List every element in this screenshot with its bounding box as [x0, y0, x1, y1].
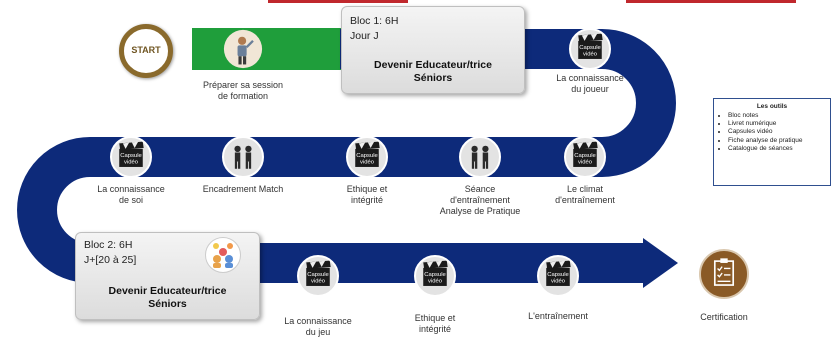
step-node-s10: Capsule vidéo: [537, 255, 579, 297]
svg-text:vidéo: vidéo: [360, 159, 375, 165]
svg-text:vidéo: vidéo: [578, 159, 593, 165]
step-node-s8: Capsule vidéo: [297, 255, 339, 297]
tools-item: Livret numérique: [728, 120, 830, 128]
start-segment: [192, 28, 342, 70]
tools-box: Les outils Bloc notes Livret numérique C…: [713, 98, 831, 186]
svg-text:Capsule: Capsule: [579, 45, 601, 51]
tools-title: Les outils: [756, 103, 788, 110]
start-label: START: [131, 45, 161, 55]
step-node-s7: Capsule vidéo: [110, 136, 152, 178]
tools-item: Bloc notes: [728, 112, 830, 120]
svg-text:Capsule: Capsule: [424, 272, 446, 278]
svg-text:Capsule: Capsule: [120, 153, 142, 159]
video-capsule-icon: Capsule vidéo: [539, 257, 577, 295]
coaches-icon: [461, 138, 499, 176]
video-capsule-icon: Capsule vidéo: [566, 138, 604, 176]
step-label: La connaissance du joueur: [556, 73, 624, 94]
step-label: Le climat d'entraînement: [555, 184, 615, 205]
bloc1-box: Bloc 1: 6H Jour J Devenir Educateur/tric…: [341, 6, 525, 94]
step-label: Préparer sa session de formation: [202, 80, 284, 101]
tools-list: Bloc notes Livret numérique Capsules vid…: [714, 112, 830, 153]
step-label: Ethique et intégrité: [414, 313, 456, 334]
top-accent-bar: [626, 0, 796, 3]
bloc1-day: Jour J: [350, 30, 379, 42]
svg-text:vidéo: vidéo: [311, 278, 326, 284]
step-node-s6: [222, 136, 264, 178]
svg-text:vidéo: vidéo: [124, 159, 139, 165]
svg-text:vidéo: vidéo: [551, 278, 566, 284]
svg-text:vidéo: vidéo: [428, 278, 443, 284]
step-label: L'entraînement: [528, 311, 588, 321]
tools-item: Capsules vidéo: [728, 128, 830, 136]
step-label: Séance d'entraînement Analyse de Pratiqu…: [439, 184, 521, 216]
step-label: La connaissance du jeu: [284, 316, 352, 337]
presenter-icon: [223, 29, 263, 69]
svg-text:Capsule: Capsule: [574, 153, 596, 159]
coaches-icon: [224, 138, 262, 176]
svg-text:Capsule: Capsule: [547, 272, 569, 278]
bloc1-duration: Bloc 1: 6H: [350, 15, 399, 27]
tools-item: Catalogue de séances: [728, 145, 830, 153]
step-node-s1: [221, 27, 265, 71]
video-capsule-icon: Capsule vidéo: [112, 138, 150, 176]
bloc2-title: Devenir Educateur/trice Séniors: [108, 285, 227, 310]
step-node-s2: Capsule vidéo: [569, 28, 611, 70]
video-capsule-icon: Capsule vidéo: [416, 257, 454, 295]
step-node-s4: [459, 136, 501, 178]
video-capsule-icon: Capsule vidéo: [299, 257, 337, 295]
top-accent-bar: [268, 0, 408, 3]
bloc2-duration: Bloc 2: 6H: [84, 239, 133, 251]
svg-text:vidéo: vidéo: [583, 51, 598, 57]
video-capsule-icon: Capsule vidéo: [348, 138, 386, 176]
svg-text:Capsule: Capsule: [307, 272, 329, 278]
step-node-s5: Capsule vidéo: [346, 136, 388, 178]
bloc1-title: Devenir Educateur/trice Séniors: [374, 59, 492, 84]
step-node-s9: Capsule vidéo: [414, 255, 456, 297]
video-capsule-icon: Capsule vidéo: [571, 30, 609, 68]
bloc2-day: J+[20 à 25]: [84, 254, 137, 266]
start-badge: START: [119, 24, 173, 78]
step-label: Ethique et intégrité: [346, 184, 388, 205]
path-arrowhead: [643, 238, 678, 288]
tools-item: Fiche analyse de pratique: [728, 137, 830, 145]
bloc2-box: Bloc 2: 6H J+[20 à 25] Devenir Educateur…: [75, 232, 260, 320]
step-label: La connaissance de soi: [97, 184, 165, 205]
svg-text:Capsule: Capsule: [356, 153, 378, 159]
step-node-s11: [699, 249, 749, 299]
step-label: Certification: [700, 312, 748, 322]
step-node-s3: Capsule vidéo: [564, 136, 606, 178]
discussion-icon: [205, 237, 241, 273]
certificate-icon: [701, 251, 747, 297]
step-label: Encadrement Match: [202, 184, 284, 194]
